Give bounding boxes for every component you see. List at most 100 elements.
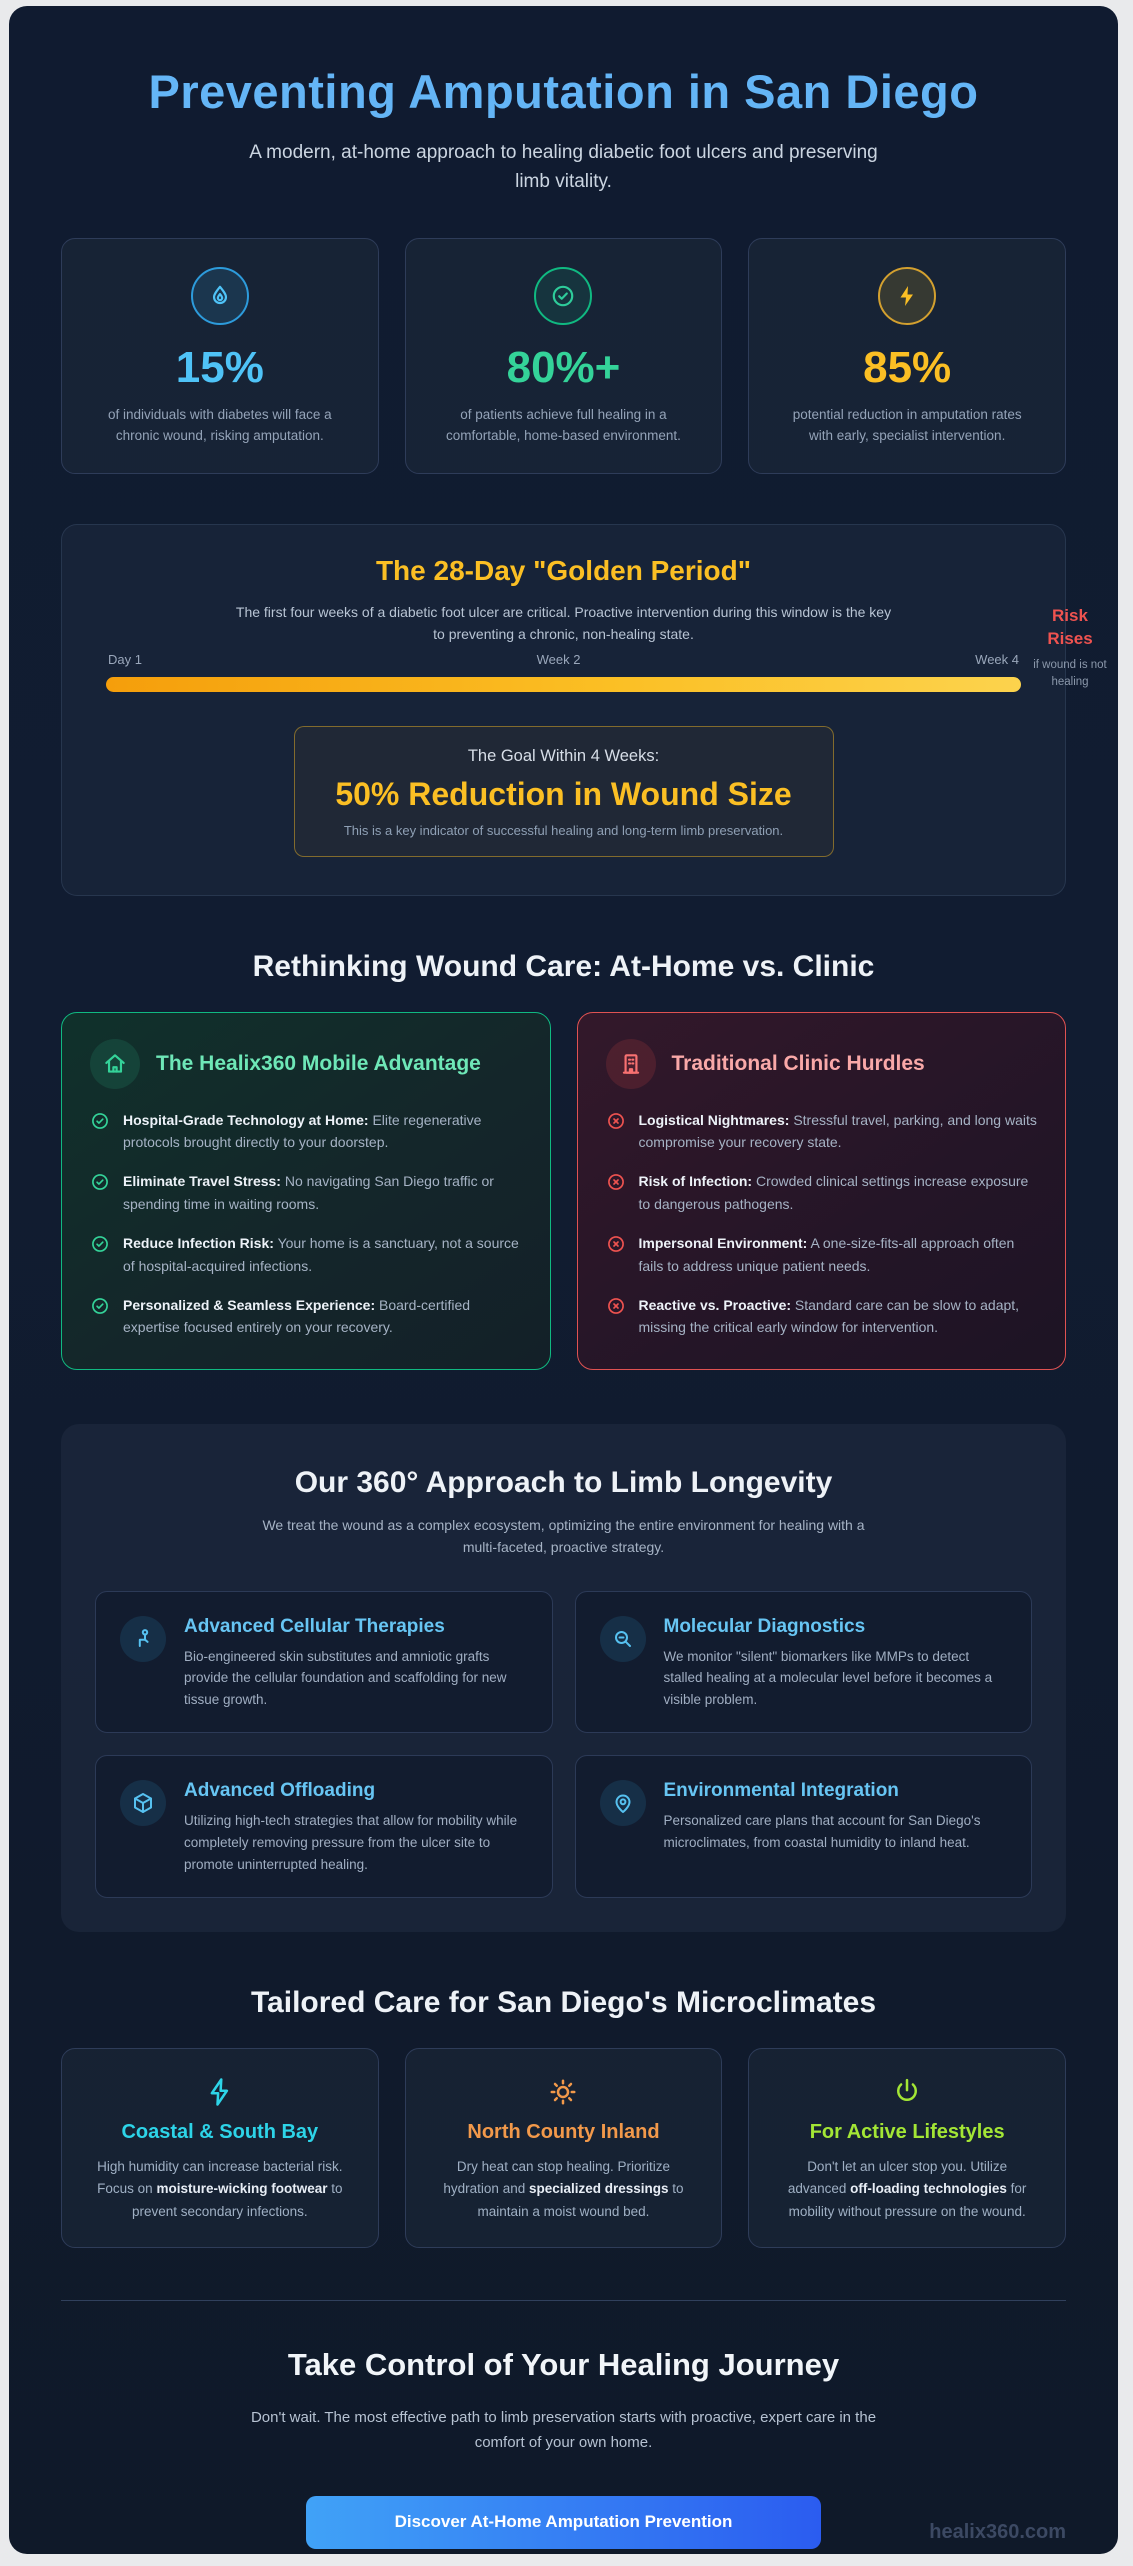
micro-text-bold: off-loading technologies <box>850 2181 1007 2197</box>
list-item: Hospital-Grade Technology at Home: Elite… <box>90 1109 522 1154</box>
item-text: Your home is a sanctuary, not a source o… <box>123 1235 519 1274</box>
item-title: Risk of Infection: <box>638 1173 753 1190</box>
check-circle-icon <box>534 267 593 325</box>
lightning-icon <box>878 267 937 325</box>
list-item: Logistical Nightmares: Stressful travel,… <box>606 1109 1038 1154</box>
micro-text-pre: Don't let an ulcer stop you. Utilize adv… <box>787 2159 1008 2197</box>
risk-note: if wound is not healing <box>1033 658 1107 688</box>
micro-title: For Active Lifestyles <box>809 2121 1005 2144</box>
item-text: Stressful travel, parking, and long wait… <box>638 1111 1037 1151</box>
micro-text: Don't let an ulcer stop you. Utilize adv… <box>777 2156 1037 2223</box>
feature-card-molecular-diagnostics: Molecular Diagnostics We monitor "silent… <box>574 1590 1032 1734</box>
list-item: Personalized & Seamless Experience: Boar… <box>90 1294 522 1339</box>
item-title: Reduce Infection Risk: <box>123 1235 274 1252</box>
x-circle-icon <box>606 1111 626 1154</box>
micro-text-bold: specialized dressings <box>528 2181 669 2197</box>
item-title: Eliminate Travel Stress: <box>123 1173 281 1190</box>
hurdles-list: Logistical Nightmares: Stressful travel,… <box>606 1109 1038 1339</box>
page-title: Preventing Amputation in San Diego <box>148 65 979 118</box>
micro-text-bold: moisture-wicking footwear <box>156 2181 328 2197</box>
item-text: Board-certified expertise focused entire… <box>123 1296 471 1336</box>
golden-period-section: The 28-Day "Golden Period" The first fou… <box>61 523 1107 896</box>
footer-heading: Take Control of Your Healing Journey <box>287 2346 840 2382</box>
comparison-grid: The Healix360 Mobile Advantage Hospital-… <box>61 1011 1066 1370</box>
feature-grid: Advanced Cellular Therapies Bio-engineer… <box>95 1590 1032 1899</box>
goal-box: The Goal Within 4 Weeks: 50% Reduction i… <box>293 725 834 857</box>
goal-note: This is a key indicator of successful he… <box>343 822 784 838</box>
timeline-label-week2: Week 2 <box>536 651 581 667</box>
stat-card-chronic-wound: 15% of individuals with diabetes will fa… <box>61 238 379 474</box>
feature-text: We monitor "silent" biomarkers like MMPs… <box>663 1648 993 1707</box>
micro-text: Dry heat can stop healing. Prioritize hy… <box>433 2156 693 2223</box>
advantage-header: The Healix360 Mobile Advantage <box>90 1038 522 1089</box>
stat-card-full-healing: 80%+ of patients achieve full healing in… <box>404 238 723 474</box>
x-circle-icon <box>606 1296 626 1339</box>
timeline-labels: Day 1 Week 2 Week 4 <box>108 652 1019 667</box>
feature-title: Environmental Integration <box>663 1780 899 1802</box>
microclimates-grid: Coastal & South Bay High humidity can in… <box>61 2048 1066 2248</box>
approach-subtitle: We treat the wound as a complex ecosyste… <box>262 1516 865 1556</box>
lightning-outline-icon <box>82 2075 358 2109</box>
check-circle-icon <box>90 1296 110 1339</box>
microclimates-heading: Tailored Care for San Diego's Microclima… <box>250 1986 877 2020</box>
hurdles-card: Traditional Clinic Hurdles Logistical Ni… <box>576 1011 1066 1370</box>
stat-card-amputation-reduction: 85% potential reduction in amputation ra… <box>748 238 1066 474</box>
goal-headline: 50% Reduction in Wound Size <box>335 775 792 812</box>
list-item: Impersonal Environment: A one-size-fits-… <box>606 1232 1038 1277</box>
golden-period-title: The 28-Day "Golden Period" <box>375 554 752 586</box>
stat-caption: of patients achieve full healing in a co… <box>446 407 681 443</box>
feature-title: Advanced Offloading <box>184 1780 376 1802</box>
item-text: No navigating San Diego traffic or spend… <box>123 1173 494 1212</box>
x-circle-icon <box>606 1172 626 1215</box>
site-domain: healix360.com <box>929 2520 1066 2543</box>
timeline-label-day1: Day 1 <box>108 651 142 667</box>
item-title: Personalized & Seamless Experience: <box>123 1296 376 1313</box>
approach-heading: Our 360° Approach to Limb Longevity <box>294 1465 833 1499</box>
list-item: Eliminate Travel Stress: No navigating S… <box>90 1170 522 1215</box>
micro-title: North County Inland <box>467 2121 660 2144</box>
discover-cta-button[interactable]: Discover At-Home Amputation Prevention <box>306 2495 821 2549</box>
risk-label: Risk Rises <box>1047 605 1093 648</box>
item-title: Hospital-Grade Technology at Home: <box>123 1111 369 1128</box>
advantage-card: The Healix360 Mobile Advantage Hospital-… <box>61 1011 551 1370</box>
micro-title: Coastal & South Bay <box>121 2121 319 2144</box>
list-item: Reactive vs. Proactive: Standard care ca… <box>606 1294 1038 1339</box>
page-subtitle: A modern, at-home approach to healing di… <box>249 142 878 192</box>
feature-card-cellular-therapies: Advanced Cellular Therapies Bio-engineer… <box>95 1590 553 1734</box>
hurdles-header: Traditional Clinic Hurdles <box>605 1038 1038 1089</box>
home-icon <box>90 1038 140 1089</box>
item-text: A one-size-fits-all approach often fails… <box>638 1235 1015 1274</box>
feature-text: Utilizing high-tech strategies that allo… <box>184 1813 518 1872</box>
power-icon <box>769 2075 1045 2109</box>
package-icon <box>120 1780 166 1827</box>
page-container: Preventing Amputation in San Diego A mod… <box>9 6 1118 2554</box>
list-item: Reduce Infection Risk: Your home is a sa… <box>90 1232 522 1277</box>
micro-text-pre: Dry heat can stop healing. Prioritize hy… <box>443 2159 671 2197</box>
feature-title: Molecular Diagnostics <box>663 1615 866 1637</box>
stat-value: 85% <box>863 343 952 392</box>
approach-section: Our 360° Approach to Limb Longevity We t… <box>61 1423 1066 1933</box>
item-title: Reactive vs. Proactive: <box>638 1296 792 1313</box>
feature-title: Advanced Cellular Therapies <box>184 1615 445 1637</box>
person-icon <box>120 1615 166 1662</box>
micro-text-post: to prevent secondary infections. <box>132 2181 343 2219</box>
timeline-label-week4: Week 4 <box>975 651 1019 667</box>
timeline-gradient-bar <box>106 676 1021 692</box>
micro-card-inland: North County Inland Dry heat can stop he… <box>404 2048 723 2248</box>
check-circle-icon <box>90 1172 110 1215</box>
footer-text: Don't wait. The most effective path to l… <box>250 2408 877 2452</box>
micro-text-pre: High humidity can increase bacterial ris… <box>97 2159 343 2197</box>
check-circle-icon <box>90 1234 110 1277</box>
item-text: Standard care can be slow to adapt, miss… <box>638 1296 1020 1336</box>
footer-divider <box>61 2299 1066 2301</box>
goal-intro: The Goal Within 4 Weeks: <box>467 746 660 765</box>
stat-value: 80%+ <box>506 343 621 392</box>
micro-text-post: for mobility without pressure on the wou… <box>788 2181 1027 2219</box>
droplet-flame-icon <box>190 267 249 325</box>
advantage-list: Hospital-Grade Technology at Home: Elite… <box>90 1109 522 1339</box>
stat-value: 15% <box>175 343 264 392</box>
advantage-title: The Healix360 Mobile Advantage <box>156 1051 481 1075</box>
item-text: Elite regenerative protocols brought dir… <box>123 1111 482 1151</box>
x-circle-icon <box>606 1234 626 1277</box>
feature-text: Personalized care plans that account for… <box>663 1813 981 1850</box>
